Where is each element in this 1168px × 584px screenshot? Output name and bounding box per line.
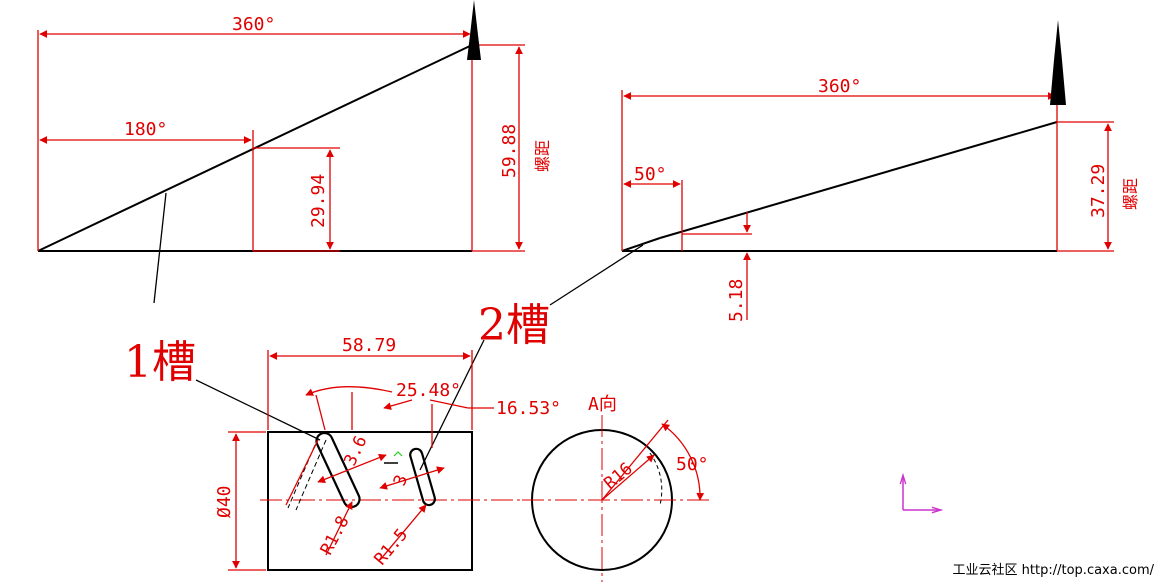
left-development-view: 360° 180° 29.94 59.88 螺距 [37, 0, 552, 252]
ucs-axis-icon [903, 476, 940, 510]
dim-180-label: 180° [124, 119, 167, 140]
slot-callouts: 1槽 2槽 [124, 192, 644, 471]
leader-slot2-top [549, 244, 644, 306]
part-side-view: 58.79 Ø40 25.48° 16.53° 3.6 3 [214, 335, 561, 571]
right-development-view: 360° 50° 5.18 37.29 螺距 [621, 20, 1140, 322]
slot1-red-guide [285, 439, 319, 506]
dim-5-18-label: 5.18 [726, 279, 747, 322]
dim-50-end-label: 50° [676, 454, 709, 475]
dim-16-53-leader [383, 399, 413, 410]
dim-37-29-label: 37.29 [1088, 164, 1109, 218]
end-view-slot-arc [649, 452, 663, 506]
tool-marker-left [467, 0, 481, 60]
dim-360-left-label: 360° [232, 14, 275, 35]
dim-3-6 [317, 453, 387, 484]
end-view-a: A向 R16 50° [522, 394, 710, 582]
dim-r1-8-leader [325, 501, 353, 556]
dim-50-label: 50° [634, 164, 667, 185]
dim-16-53-arc [429, 399, 469, 409]
pitch-label-left: 螺距 [533, 140, 552, 172]
part-outline [267, 431, 473, 571]
callout-slot2: 2槽 [478, 300, 550, 351]
dim-dia-40-label: Ø40 [214, 485, 235, 518]
dim-16-53-label: 16.53° [496, 398, 561, 419]
right-lead-line [621, 237, 661, 252]
pitch-label-right: 螺距 [1121, 178, 1140, 210]
dim-29-94-label: 29.94 [308, 174, 329, 228]
slot1-hidden-edge-2 [295, 439, 327, 511]
slot2-shape [409, 447, 436, 507]
dim-50-arc [661, 423, 705, 501]
dim-360-right-label: 360° [818, 76, 861, 97]
green-mark [393, 451, 403, 457]
tool-marker-right [1050, 20, 1066, 105]
end-view-title: A向 [588, 394, 617, 415]
footer-watermark: 工业云社区 http://top.caxa.com/ [952, 563, 1154, 578]
callout-slot1: 1槽 [124, 337, 196, 388]
leader-slot1-top [153, 192, 167, 304]
dim-r1-8-label: R1.8 [317, 513, 354, 559]
dim-59-88-label: 59.88 [499, 124, 520, 178]
dim-r16-leader [601, 454, 655, 501]
dim-25-48-arc [305, 386, 393, 396]
leader-slot1-part [195, 379, 321, 441]
dim-50-ext [601, 419, 669, 501]
dim-3-6-label: 3.6 [340, 433, 371, 469]
right-helix-line [659, 121, 1058, 239]
dim-3 [379, 466, 445, 490]
dim-58-79-label: 58.79 [342, 335, 396, 356]
dim-r1-5-label: R1.5 [371, 525, 413, 569]
dim-25-48-ext [315, 394, 326, 431]
dim-r1-5-leader [379, 504, 427, 561]
dim-3-label: 3 [390, 472, 412, 488]
dim-25-48-label: 25.48° [396, 380, 461, 401]
